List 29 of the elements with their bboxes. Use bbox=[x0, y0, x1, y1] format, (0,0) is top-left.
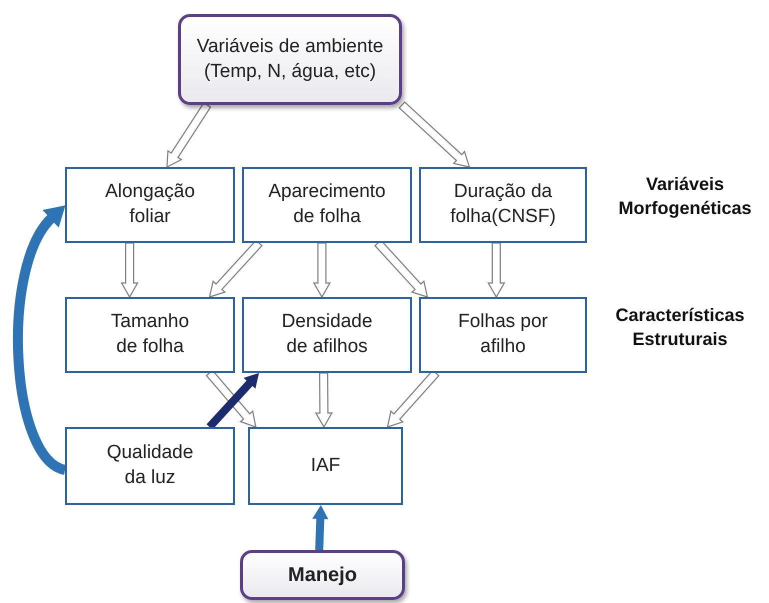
process-box bbox=[419, 297, 587, 373]
process-box bbox=[65, 427, 235, 505]
section-label: Variáveis Morfogenéticas bbox=[617, 173, 753, 220]
node-label: Tamanho de folha bbox=[110, 310, 190, 359]
node-label: IAF bbox=[310, 454, 342, 478]
hollow-arrow bbox=[314, 372, 333, 428]
hollow-arrow bbox=[398, 101, 470, 168]
hollow-arrow bbox=[120, 242, 139, 298]
node-label: Aparecimento de folha bbox=[267, 180, 387, 229]
node-label: Qualidade da luz bbox=[106, 441, 194, 490]
hollow-arrow bbox=[312, 242, 331, 298]
block-arrow bbox=[312, 505, 328, 550]
process-box bbox=[242, 297, 412, 373]
rounded-box bbox=[240, 550, 405, 600]
node-label: Densidade de afilhos bbox=[280, 310, 374, 359]
node-label: Manejo bbox=[287, 563, 358, 588]
node-label: Duração da folha(CNSF) bbox=[449, 180, 557, 229]
node-label: Alongação foliar bbox=[104, 180, 196, 229]
section-label: Características Estruturais bbox=[614, 304, 746, 352]
process-box bbox=[419, 167, 587, 243]
node-label: Variáveis de ambiente (Temp, N, água, etc) bbox=[196, 34, 384, 84]
process-box bbox=[248, 427, 403, 505]
hollow-arrow bbox=[487, 242, 506, 298]
process-box bbox=[65, 167, 235, 243]
node-label: Folhas por afilho bbox=[457, 310, 549, 359]
curved-arrow bbox=[13, 203, 68, 474]
process-box bbox=[242, 167, 412, 243]
process-box bbox=[65, 297, 235, 373]
rounded-box bbox=[178, 14, 402, 105]
